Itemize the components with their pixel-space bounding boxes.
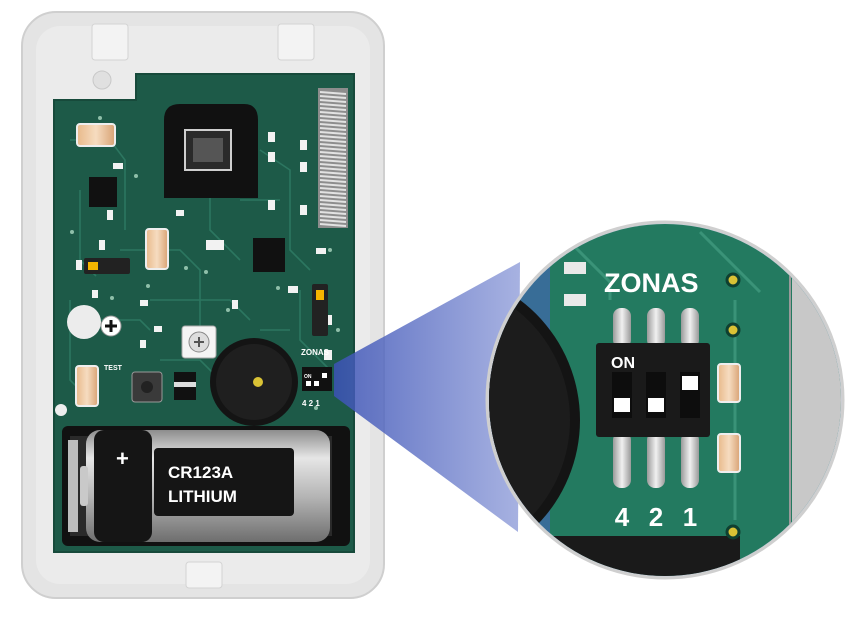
battery xyxy=(80,430,330,542)
zoom-switch-number: 2 xyxy=(649,502,663,532)
pir-sensor-icon xyxy=(164,104,258,198)
dip-pin-top xyxy=(613,308,631,348)
dip-pin-top xyxy=(681,308,699,348)
pcb-dip-switch xyxy=(302,367,332,391)
dip-switch-knob xyxy=(682,376,698,390)
dip-switch-icon xyxy=(596,308,710,488)
pcb-label-dip-numbers: 4 2 1 xyxy=(302,399,320,408)
dip-pin-bottom xyxy=(681,432,699,488)
smd-components xyxy=(75,123,332,407)
battery-chemistry-label: LITHIUM xyxy=(168,487,237,506)
dip-pin-bottom xyxy=(613,432,631,488)
pcb-label-test: TEST xyxy=(104,365,123,372)
dip-pin-bottom xyxy=(647,432,665,488)
screw-icon xyxy=(67,305,122,339)
dip-switch-knob xyxy=(648,398,664,412)
magnifier-cone xyxy=(334,262,520,532)
zoom-switch-number: 4 xyxy=(615,502,630,532)
dip-switch-knob xyxy=(614,398,630,412)
zoom-switch-number: 1 xyxy=(683,502,697,532)
battery-plus-label: + xyxy=(116,446,129,471)
buzzer-icon xyxy=(210,338,298,426)
zoom-on-label: ON xyxy=(611,355,635,372)
pcb-label-zonas: ZONAS xyxy=(301,348,330,357)
zoom-title: ZONAS xyxy=(604,268,699,298)
dip-pin-top xyxy=(647,308,665,348)
antenna-spring-icon xyxy=(318,88,348,228)
battery-model-label: CR123A xyxy=(168,463,233,482)
pcb-label-on: ON xyxy=(304,374,312,380)
